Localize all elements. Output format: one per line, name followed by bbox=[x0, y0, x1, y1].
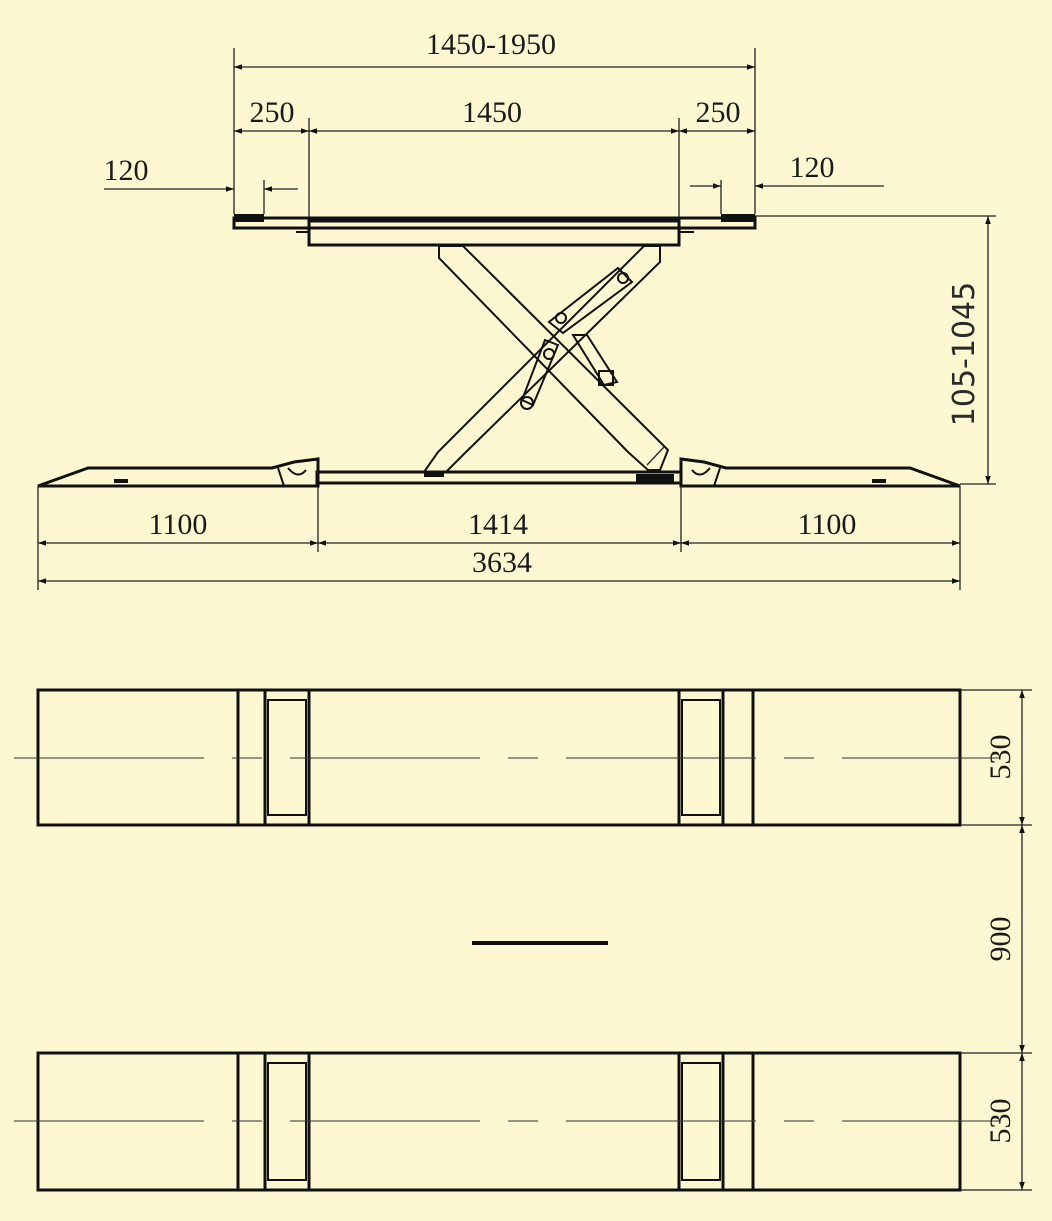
dim-right-pad: 120 bbox=[790, 151, 835, 184]
dim-ramp-right: 1100 bbox=[798, 508, 857, 541]
pivot-lower bbox=[520, 396, 534, 410]
right-pad-block bbox=[721, 214, 755, 222]
dim-platform: 1450 bbox=[462, 96, 522, 129]
lift-platform bbox=[232, 214, 757, 247]
dim-ramp-left: 1100 bbox=[149, 508, 208, 541]
dim-gap: 900 bbox=[984, 917, 1017, 962]
dim-width-top: 530 bbox=[984, 735, 1017, 780]
dim-overall-top: 1450-1950 bbox=[426, 28, 556, 61]
side-view: 1450-1950 250 1450 250 120 120 bbox=[37, 28, 996, 590]
dim-base: 1414 bbox=[468, 508, 528, 541]
scissor-arm-a bbox=[438, 245, 670, 471]
runway-upper bbox=[14, 688, 1000, 827]
pivot-center bbox=[543, 348, 555, 360]
dim-left-ext: 250 bbox=[250, 96, 295, 129]
dim-overall-length: 3634 bbox=[472, 546, 532, 579]
pivot-cylinder bbox=[555, 312, 567, 324]
left-ramp-foot bbox=[114, 479, 128, 483]
hydraulic-cylinder-right bbox=[571, 334, 619, 387]
base-block-left bbox=[424, 471, 444, 477]
right-ramp-foot bbox=[872, 479, 886, 483]
runway-lower bbox=[14, 1051, 1000, 1192]
dim-width-bottom: 530 bbox=[984, 1099, 1017, 1144]
top-view: 530 900 530 bbox=[14, 688, 1032, 1192]
dim-right-ext: 250 bbox=[696, 96, 741, 129]
pivot-upper bbox=[617, 272, 629, 284]
dim-left-pad: 120 bbox=[104, 154, 149, 187]
dim-lift-height: 105-1045 bbox=[947, 282, 982, 426]
platform-extension-bar bbox=[232, 216, 757, 230]
right-ramp-hinge bbox=[691, 467, 721, 487]
base-block-right bbox=[636, 474, 674, 482]
safety-latch bbox=[646, 446, 665, 466]
left-ramp-hinge bbox=[277, 467, 307, 487]
cylinder-clamp bbox=[598, 370, 614, 386]
left-pad-block bbox=[234, 214, 264, 222]
